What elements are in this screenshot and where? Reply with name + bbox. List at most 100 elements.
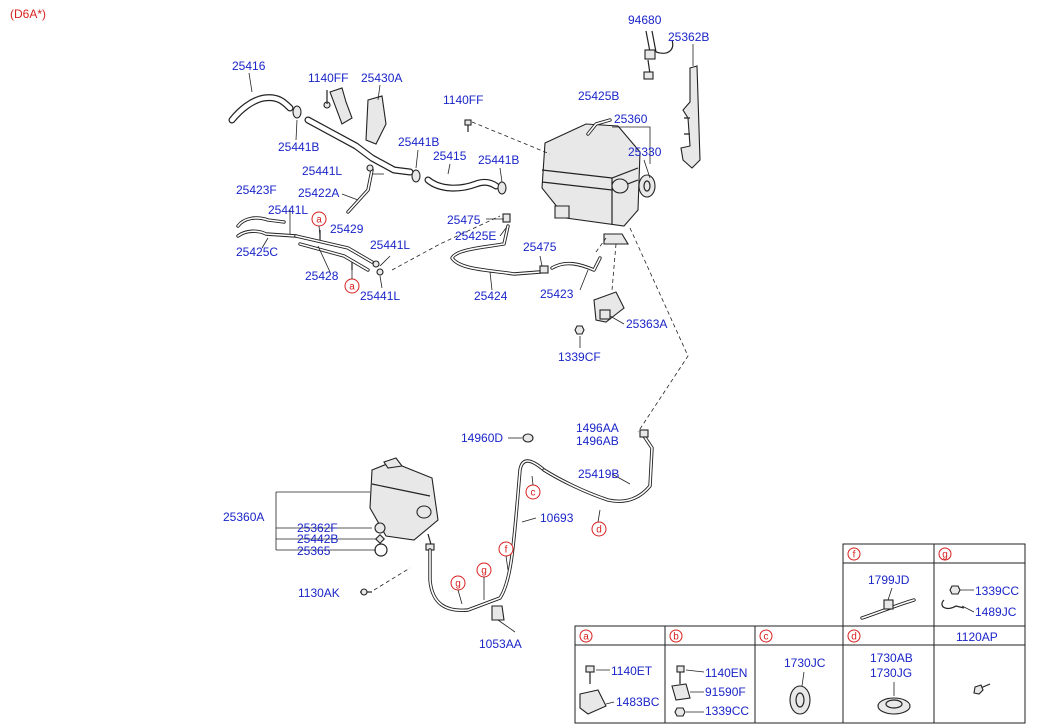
reservoir-tank-25360 xyxy=(541,118,641,245)
label-25442B: 25442B xyxy=(297,532,338,546)
engine-code-label: (D6A*) xyxy=(10,7,46,21)
label-25415: 25415 xyxy=(433,149,467,163)
legend-cell-f: f 1799JD xyxy=(847,547,916,620)
legend-b-letter: b xyxy=(673,632,679,643)
callout-c-text: c xyxy=(531,488,536,499)
label-94680: 94680 xyxy=(628,13,662,27)
legend-a-part-1: 1483BC xyxy=(616,695,660,709)
label-25363A: 25363A xyxy=(626,317,667,331)
legend-g-part-0: 1339CC xyxy=(975,584,1019,598)
hose-25419B xyxy=(542,434,654,503)
upper-hose-25416 xyxy=(228,94,302,124)
label-25441L-d: 25441L xyxy=(360,289,400,303)
label-25441L-c: 25441L xyxy=(370,238,410,252)
label-25425B: 25425B xyxy=(578,89,619,103)
callout-f: f xyxy=(498,541,514,557)
legend-a-part-0: 1140ET xyxy=(611,664,653,678)
label-25425C: 25425C xyxy=(236,245,278,259)
legend-cell-a: a 1140ET 1483BC xyxy=(579,629,660,715)
label-1140FF-a: 1140FF xyxy=(308,71,348,85)
callout-a-bottom-text: a xyxy=(349,282,355,293)
legend-f-part-0: 1799JD xyxy=(868,573,910,587)
label-25441B-a: 25441B xyxy=(278,140,319,154)
bracket-25362B xyxy=(680,65,701,169)
legend-c-part-0: 1730JC xyxy=(784,656,826,670)
label-25360A: 25360A xyxy=(223,510,264,524)
callout-g-left: g xyxy=(450,575,466,591)
label-25419B: 25419B xyxy=(578,467,619,481)
label-1496AA: 1496AA xyxy=(576,421,619,435)
legend-f-letter: f xyxy=(853,550,856,561)
hose-10693 xyxy=(428,459,546,612)
legend-c-letter: c xyxy=(764,632,769,643)
bolt-1130AK xyxy=(360,567,411,596)
label-25362F: 25362F xyxy=(297,521,338,535)
legend-d-letter: d xyxy=(851,632,857,643)
legend-cell-b: b 1140EN 91590F 1339CC xyxy=(669,629,749,718)
hose-25425E-25424 xyxy=(450,213,549,276)
cap-25330 xyxy=(638,174,656,198)
label-25422A: 25422A xyxy=(298,186,339,200)
label-25330: 25330 xyxy=(628,145,662,159)
hose-25423F xyxy=(236,216,298,238)
label-25423: 25423 xyxy=(540,287,574,301)
legend-1120AP-title: 1120AP xyxy=(956,630,998,644)
clamp-1496AA xyxy=(639,429,649,438)
label-25441B-b: 25441B xyxy=(398,135,439,149)
legend-d-part-1: 1730JG xyxy=(870,666,912,680)
legend-table xyxy=(574,543,1026,724)
label-10693: 10693 xyxy=(540,511,574,525)
legend-b-part-0: 1140EN xyxy=(705,666,747,680)
label-25365: 25365 xyxy=(297,544,331,558)
label-25441B-c: 25441B xyxy=(478,153,519,167)
pipe-25429 xyxy=(294,230,384,276)
label-25360: 25360 xyxy=(614,112,648,126)
hose-25423 xyxy=(550,256,602,272)
callout-g-right-text: g xyxy=(481,566,487,577)
label-25429: 25429 xyxy=(330,222,364,236)
label-25423F: 25423F xyxy=(236,183,277,197)
gasket-25442B xyxy=(374,533,386,545)
callout-a-top-text: a xyxy=(316,215,322,226)
callout-d: d xyxy=(591,521,607,537)
legend-b-part-1: 91590F xyxy=(705,685,746,699)
label-25441L-b: 25441L xyxy=(268,203,308,217)
temp-sensor-94680 xyxy=(643,30,674,80)
legend-cell-d: d 1730AB 1730JG xyxy=(847,629,913,715)
label-25428: 25428 xyxy=(305,269,339,283)
label-1339CF: 1339CF xyxy=(558,350,601,364)
clip-1053AA xyxy=(491,605,505,621)
legend-g-letter: g xyxy=(942,550,948,561)
hose-25415 xyxy=(411,169,507,195)
callout-c: c xyxy=(525,484,541,500)
legend-cell-c: c 1730JC xyxy=(759,629,826,715)
label-25430A: 25430A xyxy=(361,71,402,85)
label-25425E: 25425E xyxy=(455,229,496,243)
ring-25365 xyxy=(374,543,388,557)
legend-d-part-0: 1730AB xyxy=(870,651,913,665)
callout-d-text: d xyxy=(596,525,602,536)
legend-g-part-1: 1489JC xyxy=(975,605,1017,619)
bolt-1140FF xyxy=(464,119,551,155)
legend-b-part-2: 1339CC xyxy=(705,704,749,718)
label-25441L-a: 25441L xyxy=(302,164,342,178)
label-25416: 25416 xyxy=(232,59,266,73)
cap-25362F xyxy=(374,522,386,534)
hose-25422A xyxy=(346,164,374,214)
reservoir-tank-25360A xyxy=(369,457,439,551)
label-25362B: 25362B xyxy=(668,30,709,44)
label-25475-b: 25475 xyxy=(523,240,557,254)
label-1053AA: 1053AA xyxy=(479,637,522,651)
clamp-14960D xyxy=(522,433,534,443)
bolt-1339CF xyxy=(574,325,585,335)
label-14960D: 14960D xyxy=(461,431,503,445)
callout-a-bottom: a xyxy=(344,278,360,294)
callout-a-top: a xyxy=(311,211,327,227)
water-pipe-25430A xyxy=(304,87,414,176)
legend-cell-g: g 1339CC 1489JC xyxy=(938,547,1019,619)
label-25475-a: 25475 xyxy=(447,213,481,227)
legend-a-letter: a xyxy=(583,632,589,643)
label-25424: 25424 xyxy=(474,289,508,303)
callout-f-text: f xyxy=(505,545,508,556)
legend-cell-1120AP: 1120AP xyxy=(956,630,998,695)
